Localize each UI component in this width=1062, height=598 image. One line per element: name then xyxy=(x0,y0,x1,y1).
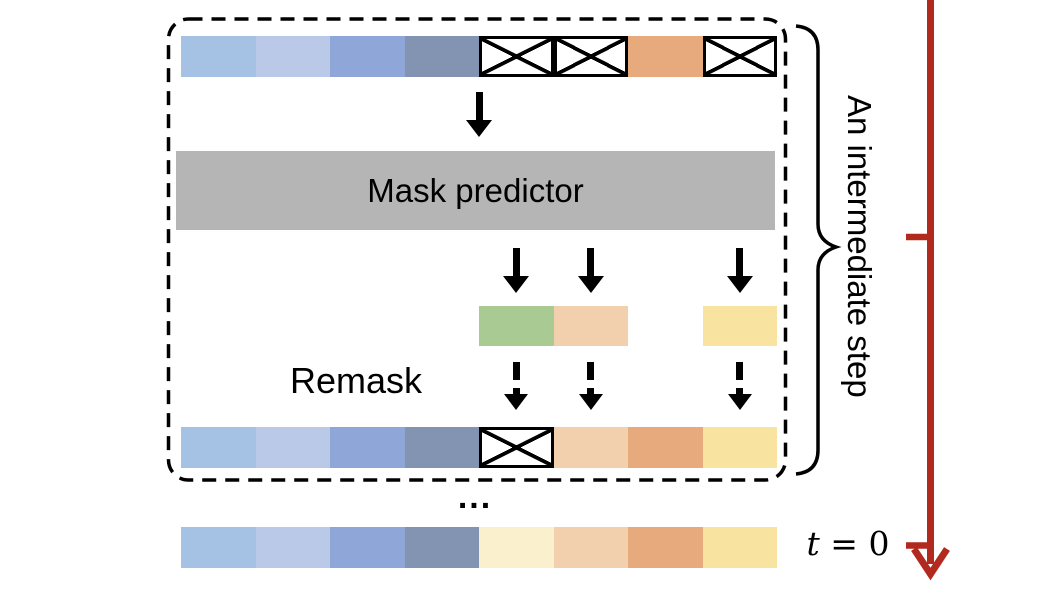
ellipsis-icon: ... xyxy=(457,478,493,516)
timeline-arrowhead-icon xyxy=(911,547,950,581)
t0-equals-zero: = 0 xyxy=(819,524,890,563)
dashed-down-arrow-icon xyxy=(727,362,752,410)
token-blue1 xyxy=(181,527,256,568)
masked-token xyxy=(479,36,554,77)
token-row-final xyxy=(181,527,777,568)
remask-arrows xyxy=(181,362,777,414)
mask-predictor-block: Mask predictor xyxy=(176,151,775,230)
token-peach xyxy=(553,427,628,468)
t0-variable: t xyxy=(806,524,820,563)
intermediate-step-side-label: An intermediate step xyxy=(841,94,878,398)
token-orange xyxy=(628,527,703,568)
down-arrow-icon xyxy=(726,248,753,293)
masked-token xyxy=(479,427,554,468)
token-blue1 xyxy=(181,427,256,468)
down-arrow-icon xyxy=(577,248,604,293)
timeline-red-arrow xyxy=(906,0,950,581)
token-blue3 xyxy=(330,527,405,568)
token-yellow xyxy=(702,427,777,468)
token-yellow xyxy=(702,306,777,346)
token-blue1 xyxy=(181,36,256,77)
token-blue2 xyxy=(255,36,330,77)
remask-label: Remask xyxy=(289,360,423,401)
token-blue3 xyxy=(330,427,405,468)
curly-brace xyxy=(795,24,842,476)
token-blue4 xyxy=(404,36,479,77)
token-blue2 xyxy=(255,527,330,568)
masked-token xyxy=(553,36,628,77)
down-arrow-icon xyxy=(466,92,492,137)
token-row-intermediate-input xyxy=(181,36,777,77)
token-peach xyxy=(553,527,628,568)
masked-token xyxy=(702,36,777,77)
token-row-remasked xyxy=(181,427,777,468)
token-cream xyxy=(479,527,554,568)
token-green xyxy=(479,306,554,346)
token-blue3 xyxy=(330,36,405,77)
predicted-arrows xyxy=(181,248,777,296)
token-orange xyxy=(628,36,703,77)
token-blue4 xyxy=(404,527,479,568)
token-yellow xyxy=(702,527,777,568)
dashed-down-arrow-icon xyxy=(504,362,529,410)
token-blue4 xyxy=(404,427,479,468)
dashed-down-arrow-icon xyxy=(578,362,603,410)
token-row-predicted xyxy=(181,306,777,346)
token-blue2 xyxy=(255,427,330,468)
token-orange xyxy=(628,427,703,468)
t0-label: t = 0 xyxy=(796,524,900,563)
token-peach xyxy=(553,306,628,346)
down-arrow-icon xyxy=(503,248,530,293)
